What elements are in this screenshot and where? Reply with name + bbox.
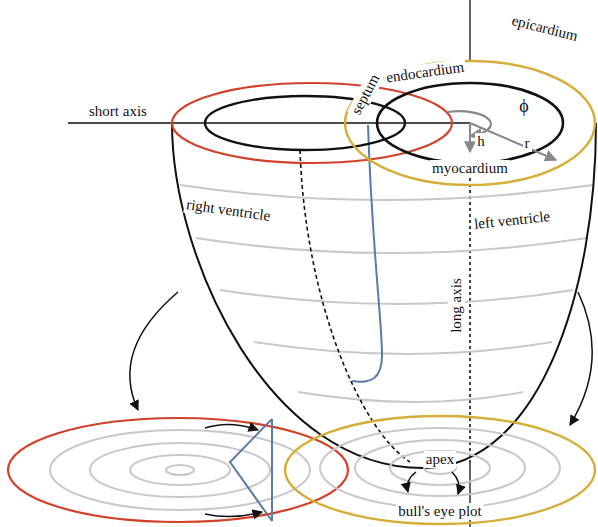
rv-plot	[8, 418, 348, 522]
angle-symbol: ϕ	[517, 96, 530, 116]
bulls-eye-plot	[285, 416, 595, 524]
axis-label: short axis	[87, 103, 149, 120]
plot-label: bull's eye plot	[396, 503, 484, 520]
h-arrow	[469, 123, 471, 152]
layer-label: myocardium	[430, 160, 510, 177]
region-label: left ventricle	[471, 207, 553, 232]
long-axis-line	[469, 0, 470, 60]
septum-line	[300, 150, 410, 462]
coordinate-symbol: r	[523, 135, 532, 152]
contour-lines	[180, 185, 593, 402]
region-label: right ventricle	[183, 195, 273, 224]
lv-epicardium-ring	[345, 61, 595, 185]
r-arrow	[470, 123, 556, 160]
coordinate-symbol: h	[475, 133, 487, 150]
axis-label: long axis	[448, 276, 465, 335]
part-label: apex	[424, 451, 456, 468]
layer-label: epicardium	[508, 11, 581, 45]
mapping-arrows	[130, 292, 592, 494]
lv-endocardium-ring	[377, 83, 563, 163]
